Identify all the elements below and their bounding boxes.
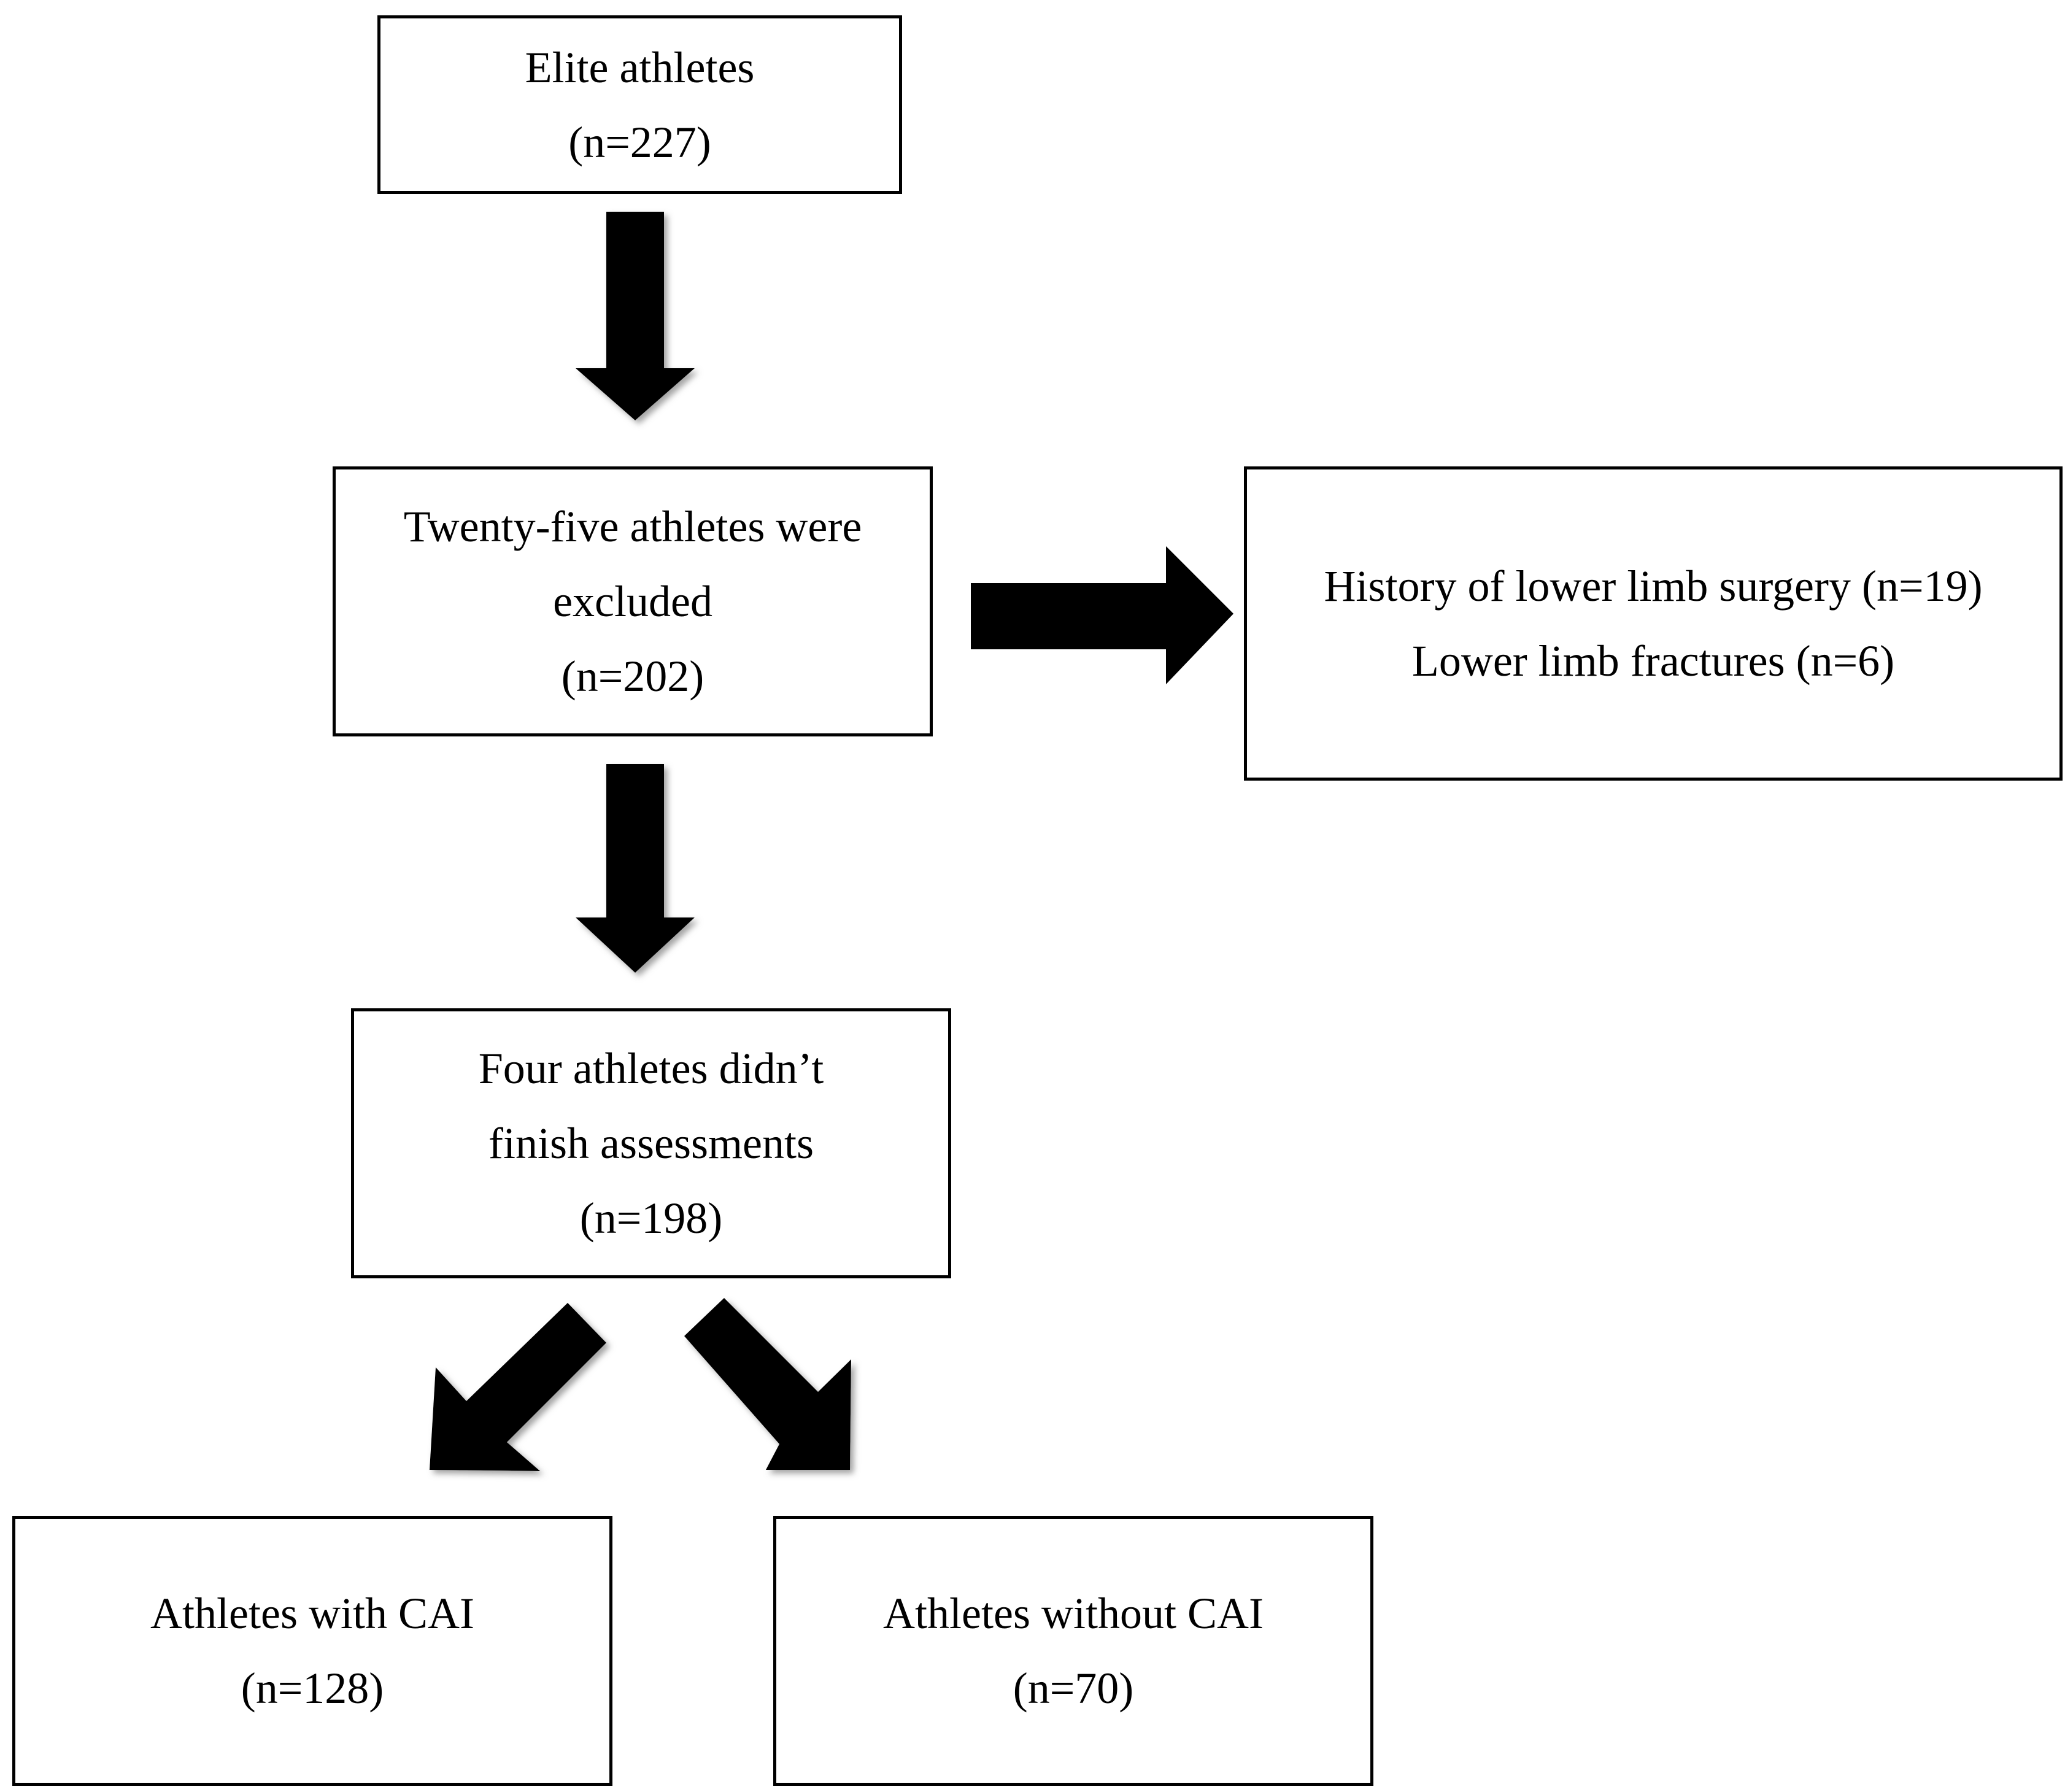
excluded-line-1: Twenty-five athletes were xyxy=(403,502,862,551)
arrow-diagonal-to-without-cai xyxy=(684,1298,851,1470)
incomplete-line-3: (n=198) xyxy=(579,1194,723,1243)
box-exclusion-reasons: History of lower limb surgery (n=19) Low… xyxy=(1244,466,2063,781)
box-excluded: Twenty-five athletes were excluded (n=20… xyxy=(333,466,933,736)
box-athletes-without-cai: Athletes without CAI (n=70) xyxy=(773,1516,1373,1786)
reasons-line-2: Lower limb fractures (n=6) xyxy=(1411,636,1895,686)
excluded-line-2: excluded xyxy=(553,577,712,626)
arrow-diagonal-to-with-cai xyxy=(430,1303,606,1471)
incomplete-line-2: finish assessments xyxy=(488,1119,814,1168)
without-cai-line-2: (n=70) xyxy=(1013,1664,1134,1713)
with-cai-line-2: (n=128) xyxy=(241,1664,384,1713)
incomplete-line-1: Four athletes didn’t xyxy=(478,1044,824,1093)
without-cai-line-1: Athletes without CAI xyxy=(883,1589,1264,1638)
elite-line-2: (n=227) xyxy=(568,117,711,167)
box-athletes-with-cai: Athletes with CAI (n=128) xyxy=(12,1516,612,1786)
box-elite-athletes: Elite athletes (n=227) xyxy=(377,15,902,194)
with-cai-line-1: Athletes with CAI xyxy=(150,1589,474,1638)
arrow-down-elite-to-excluded xyxy=(576,212,695,420)
reasons-line-1: History of lower limb surgery (n=19) xyxy=(1324,562,1983,611)
arrow-right-excluded-to-reasons xyxy=(971,546,1233,684)
elite-line-1: Elite athletes xyxy=(525,42,755,92)
excluded-line-3: (n=202) xyxy=(561,652,704,701)
arrow-down-excluded-to-incomplete xyxy=(576,764,695,973)
box-incomplete-assessments: Four athletes didn’t finish assessments … xyxy=(351,1008,951,1278)
